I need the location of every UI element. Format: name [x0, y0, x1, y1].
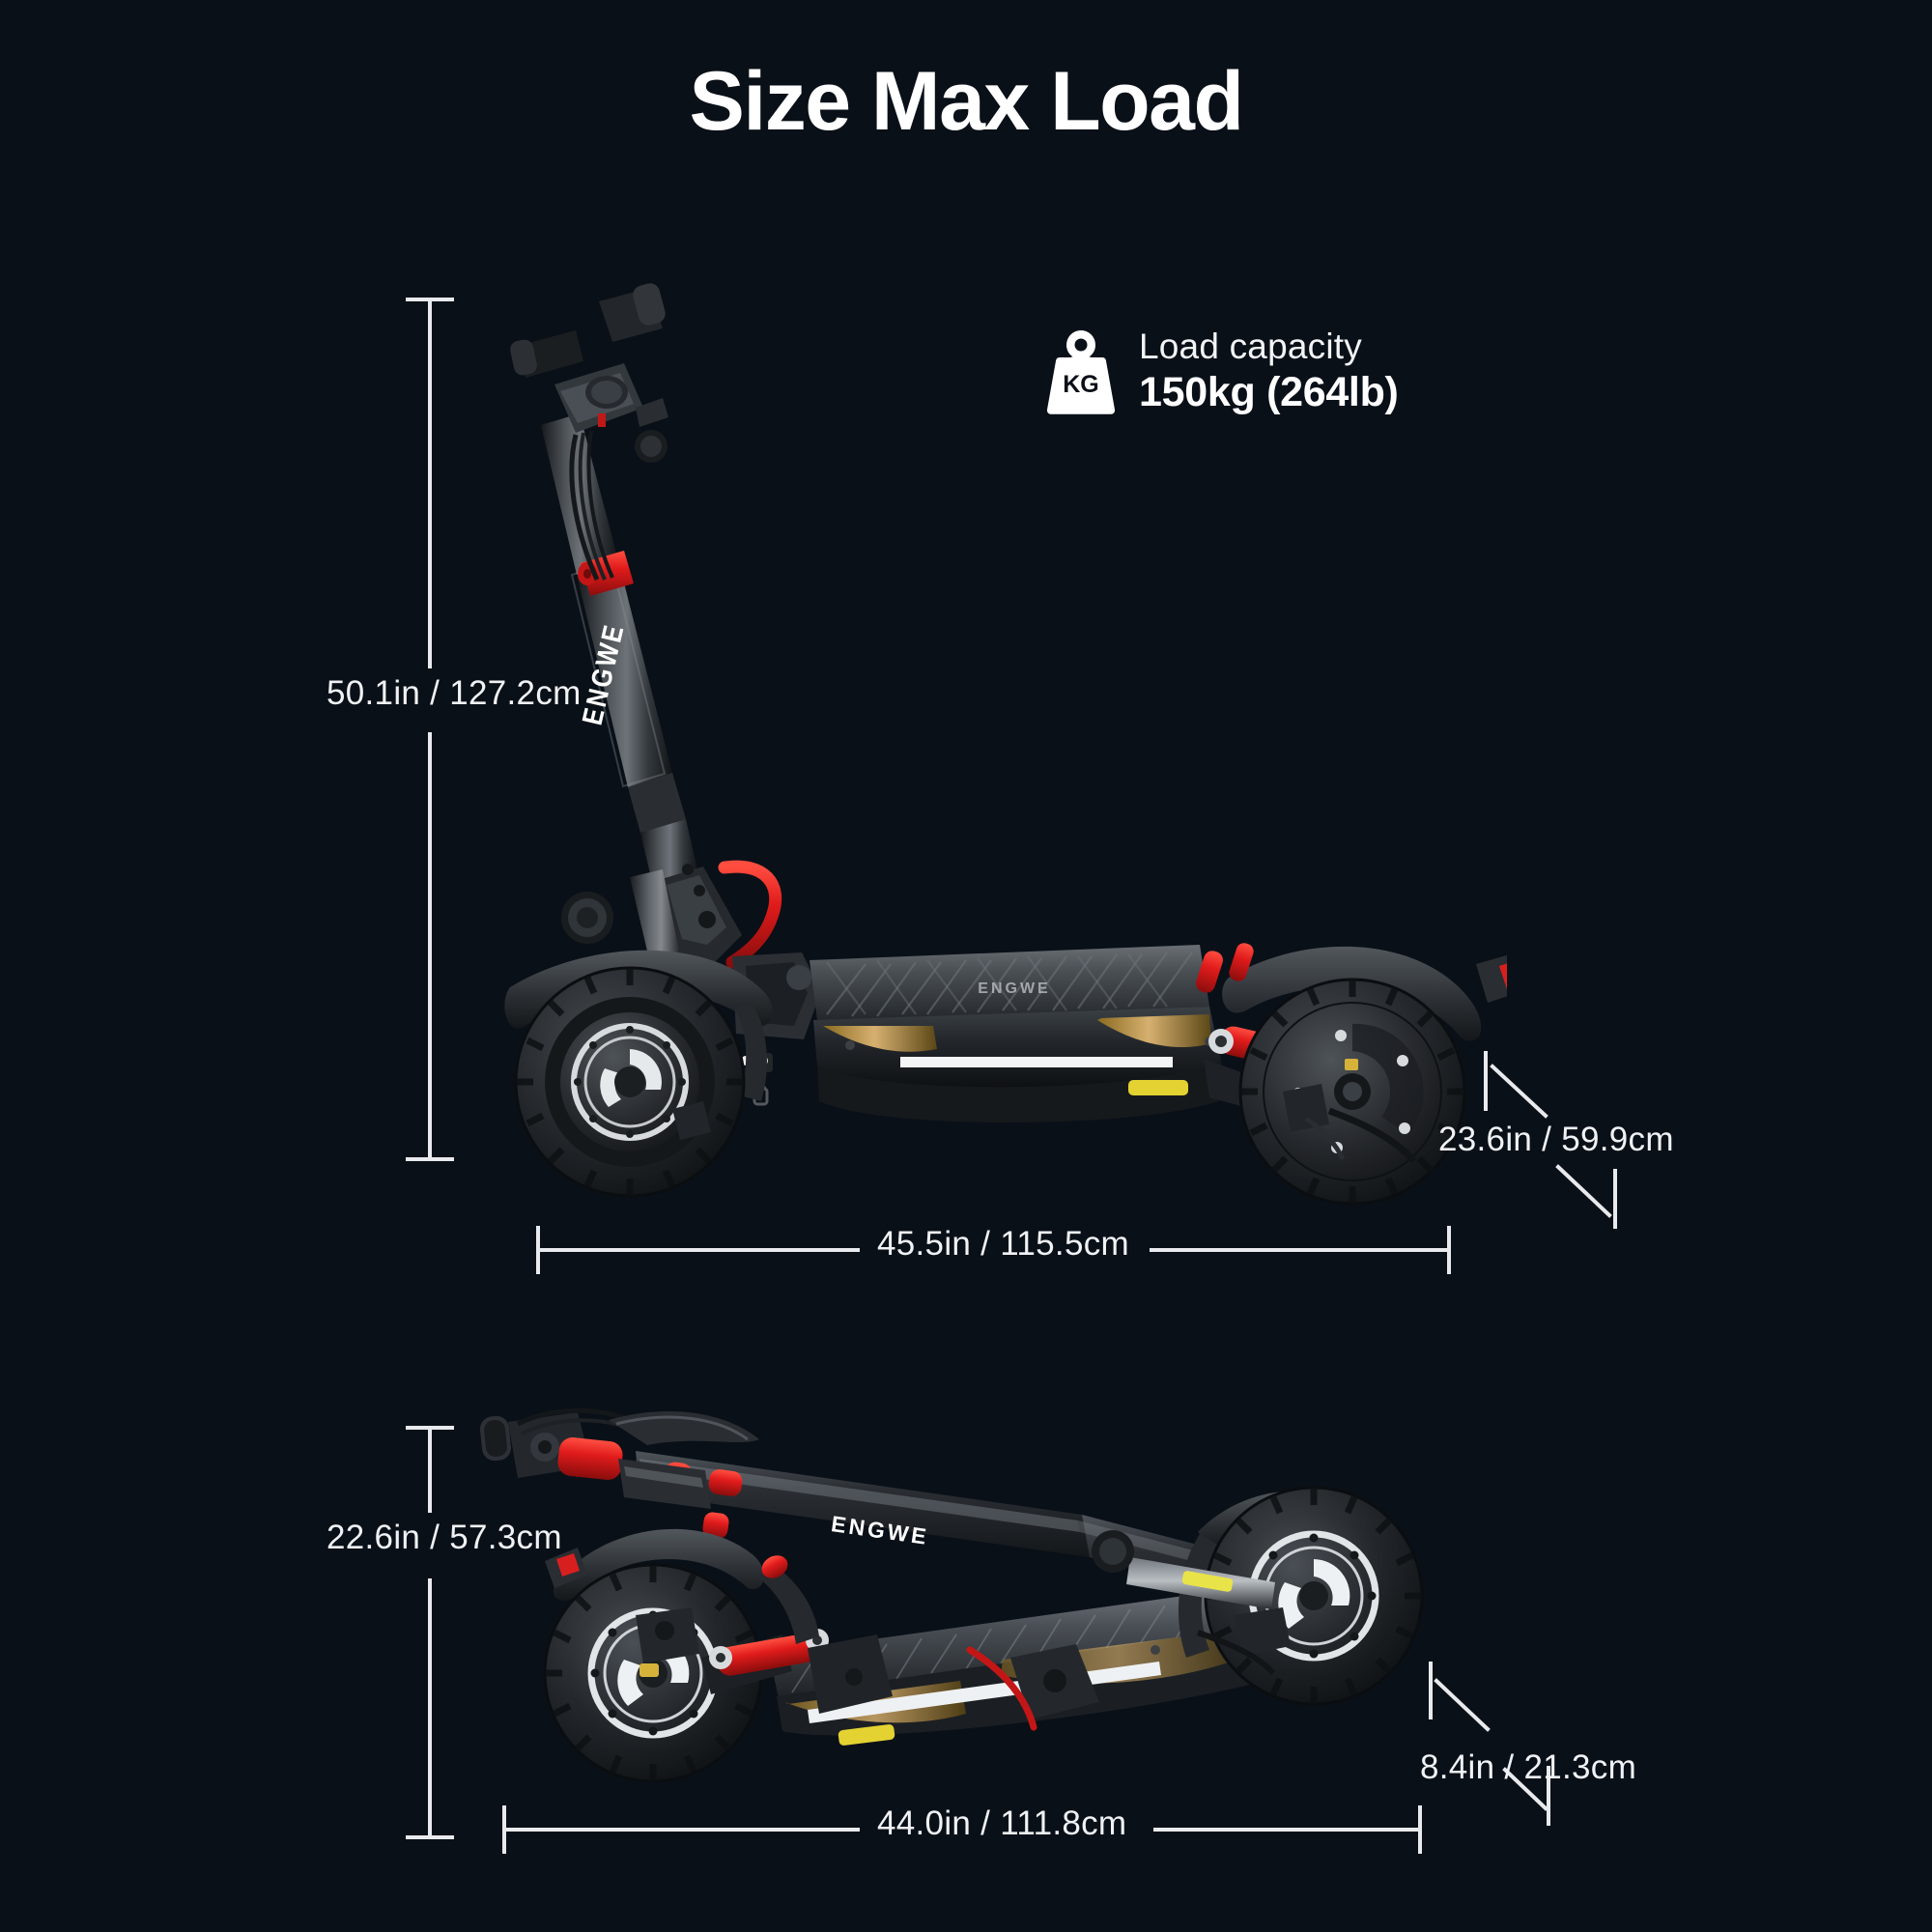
stem-adjust-knob — [561, 892, 613, 944]
rear-assembly — [1196, 943, 1507, 1206]
load-capacity-block: KG Load capacity 150kg (264lb) — [1046, 327, 1399, 416]
folded-clamp-1 — [557, 1437, 623, 1480]
dimension-label-height-folded: 22.6in / 57.3cm — [327, 1519, 562, 1556]
dim-line-width-1-lower — [1555, 1164, 1612, 1218]
folded-rear-shock — [701, 1555, 893, 1714]
front-wheel — [514, 966, 746, 1198]
scooter-unfolded-image: ENGWE — [504, 283, 1507, 1206]
weight-kg-icon: KG — [1046, 329, 1116, 414]
rear-fender — [1222, 946, 1482, 1041]
dimension-label-height-unfolded: 50.1in / 127.2cm — [327, 674, 582, 712]
dimension-label-width-folded: 8.4in / 21.3cm — [1420, 1748, 1637, 1786]
folded-clamp-4 — [702, 1512, 729, 1539]
tail-light — [1476, 954, 1507, 1003]
dimension-label-length-folded: 44.0in / 111.8cm — [877, 1804, 1127, 1842]
load-capacity-text: Load capacity 150kg (264lb) — [1139, 327, 1399, 416]
folded-front-wheel — [1092, 1486, 1424, 1706]
scooter-folded-image: ENGWE — [479, 1407, 1424, 1783]
folded-latch — [966, 1644, 1099, 1731]
scooter-deck: ENGWE — [810, 945, 1229, 1123]
folded-yellow-reflector — [838, 1724, 895, 1746]
scooter-stem: ENGWE — [541, 413, 697, 882]
dimension-label-width-unfolded: 23.6in / 59.9cm — [1438, 1121, 1674, 1158]
brand-logo-deck: ENGWE — [978, 980, 1050, 997]
svg-text:KG: KG — [1063, 371, 1099, 398]
scooter-handlebar — [510, 283, 668, 582]
rear-red-clips — [1196, 943, 1254, 993]
folded-clamp-3 — [708, 1469, 743, 1496]
deck-reflector-white — [900, 1057, 1173, 1067]
deck-reflector-yellow — [1128, 1080, 1188, 1095]
folded-handlebar — [479, 1407, 759, 1539]
folded-rear-wheel — [543, 1528, 764, 1783]
dimension-label-length-unfolded: 45.5in / 115.5cm — [877, 1225, 1129, 1263]
front-disc-rotor — [571, 1023, 689, 1141]
page-title: Size Max Load — [689, 55, 1244, 148]
load-capacity-label: Load capacity — [1139, 327, 1362, 366]
load-capacity-value: 150kg (264lb) — [1139, 369, 1399, 415]
folded-fork-reflector — [1181, 1571, 1234, 1592]
